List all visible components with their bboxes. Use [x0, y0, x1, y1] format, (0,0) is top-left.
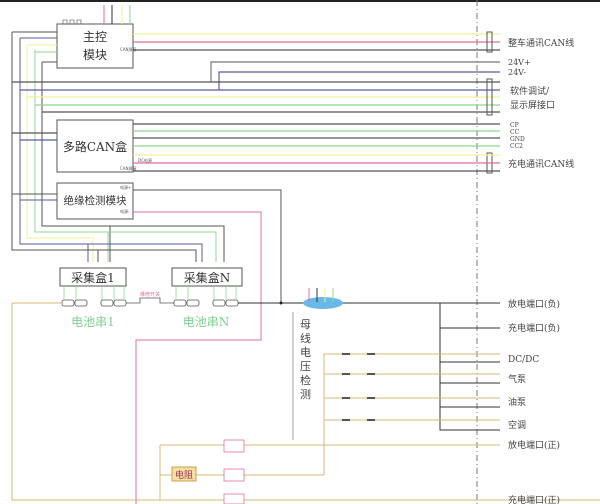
maintenance-switch-label: 维修开关	[140, 291, 160, 298]
svg-text:测: 测	[300, 388, 311, 401]
maintenance-switch-symbol	[126, 297, 174, 304]
label-air-con: 空调	[508, 419, 526, 431]
label-air-pump: 气泵	[508, 373, 526, 385]
main-right-lines	[12, 33, 500, 113]
main-top-connectors	[62, 19, 82, 24]
collector-1: 采集盒1	[59, 267, 127, 287]
label-gnd: GND	[510, 136, 525, 143]
label-24v-minus: 24V-	[508, 68, 526, 77]
label-charge-pos: 充电端口(正)	[508, 494, 560, 504]
label-dcdc: DC/DC	[508, 355, 539, 365]
top-border	[0, 0, 600, 2]
main-control-module: 主控 模块 CAN屏蔽	[56, 19, 137, 69]
label-discharge-pos: 放电端口(正)	[508, 439, 560, 451]
label-charge-neg: 充电端口(负)	[508, 322, 560, 334]
label-24v-plus: 24V+	[508, 58, 531, 67]
collector-n: 采集盒N	[171, 267, 243, 287]
svg-text:线: 线	[300, 331, 311, 345]
resistor: 电阻	[171, 466, 197, 482]
insulation-lines	[12, 189, 282, 504]
svg-text:母: 母	[300, 318, 311, 331]
label-vehicle-can: 整车通讯CAN线	[508, 37, 574, 49]
bus-sensor-pins	[308, 288, 334, 302]
battery-string-n-label: 电池串N	[183, 315, 230, 329]
fuse-symbols	[342, 353, 375, 421]
collector-1-label: 采集盒1	[71, 270, 115, 285]
label-cp: CP	[510, 122, 519, 129]
svg-text:电阻: 电阻	[175, 469, 193, 481]
label-charge-can: 充电通讯CAN线	[508, 158, 574, 170]
power-plus-label: 电源+	[120, 184, 131, 190]
insulation-module: 绝缘检测模块 电源+ 电源-	[56, 182, 134, 220]
label-discharge-neg: 放电端口(负)	[508, 298, 560, 310]
bus-voltage-detect-label: 母 线 电 压 检 测	[300, 318, 311, 401]
right-labels: 整车通讯CAN线 24V+ 24V- 软件调试/ 显示屏接口 CP CC GND…	[508, 37, 574, 504]
label-debug-2: 显示屏接口	[510, 99, 555, 111]
svg-text:检: 检	[300, 373, 311, 387]
vehicle-can-connector	[486, 31, 493, 53]
insulation-label: 绝缘检测模块	[64, 194, 127, 207]
label-debug-1: 软件调试/	[510, 85, 550, 97]
power-minus-label: 电源-	[120, 208, 130, 214]
svg-text:电: 电	[300, 346, 311, 359]
dc-power-label: DC电源	[138, 157, 152, 163]
can-shield-multi-label: CAN屏蔽	[120, 165, 137, 171]
cell-taps	[63, 286, 237, 300]
svg-text:压: 压	[300, 360, 311, 373]
positive-distribution	[159, 353, 500, 500]
label-cc: CC	[510, 129, 520, 136]
main-control-label-2: 模块	[83, 48, 107, 62]
collector-n-label: 采集盒N	[184, 270, 231, 285]
can-shield-main-label: CAN屏蔽	[120, 46, 137, 52]
debug-connector	[486, 78, 493, 116]
relays	[223, 439, 245, 504]
multi-can-label: 多路CAN盒	[63, 139, 127, 154]
positive-bus-orange	[11, 302, 600, 501]
main-control-label-1: 主控	[83, 30, 107, 44]
battery-cells	[61, 299, 239, 307]
label-cc2: CC2	[510, 143, 523, 150]
multi-can-right-lines	[12, 123, 500, 172]
negative-distribution	[439, 303, 500, 431]
left-bus-lines	[11, 31, 225, 262]
battery-string-1-label: 电池串1	[71, 315, 115, 329]
label-oil-pump: 油泵	[508, 396, 526, 408]
